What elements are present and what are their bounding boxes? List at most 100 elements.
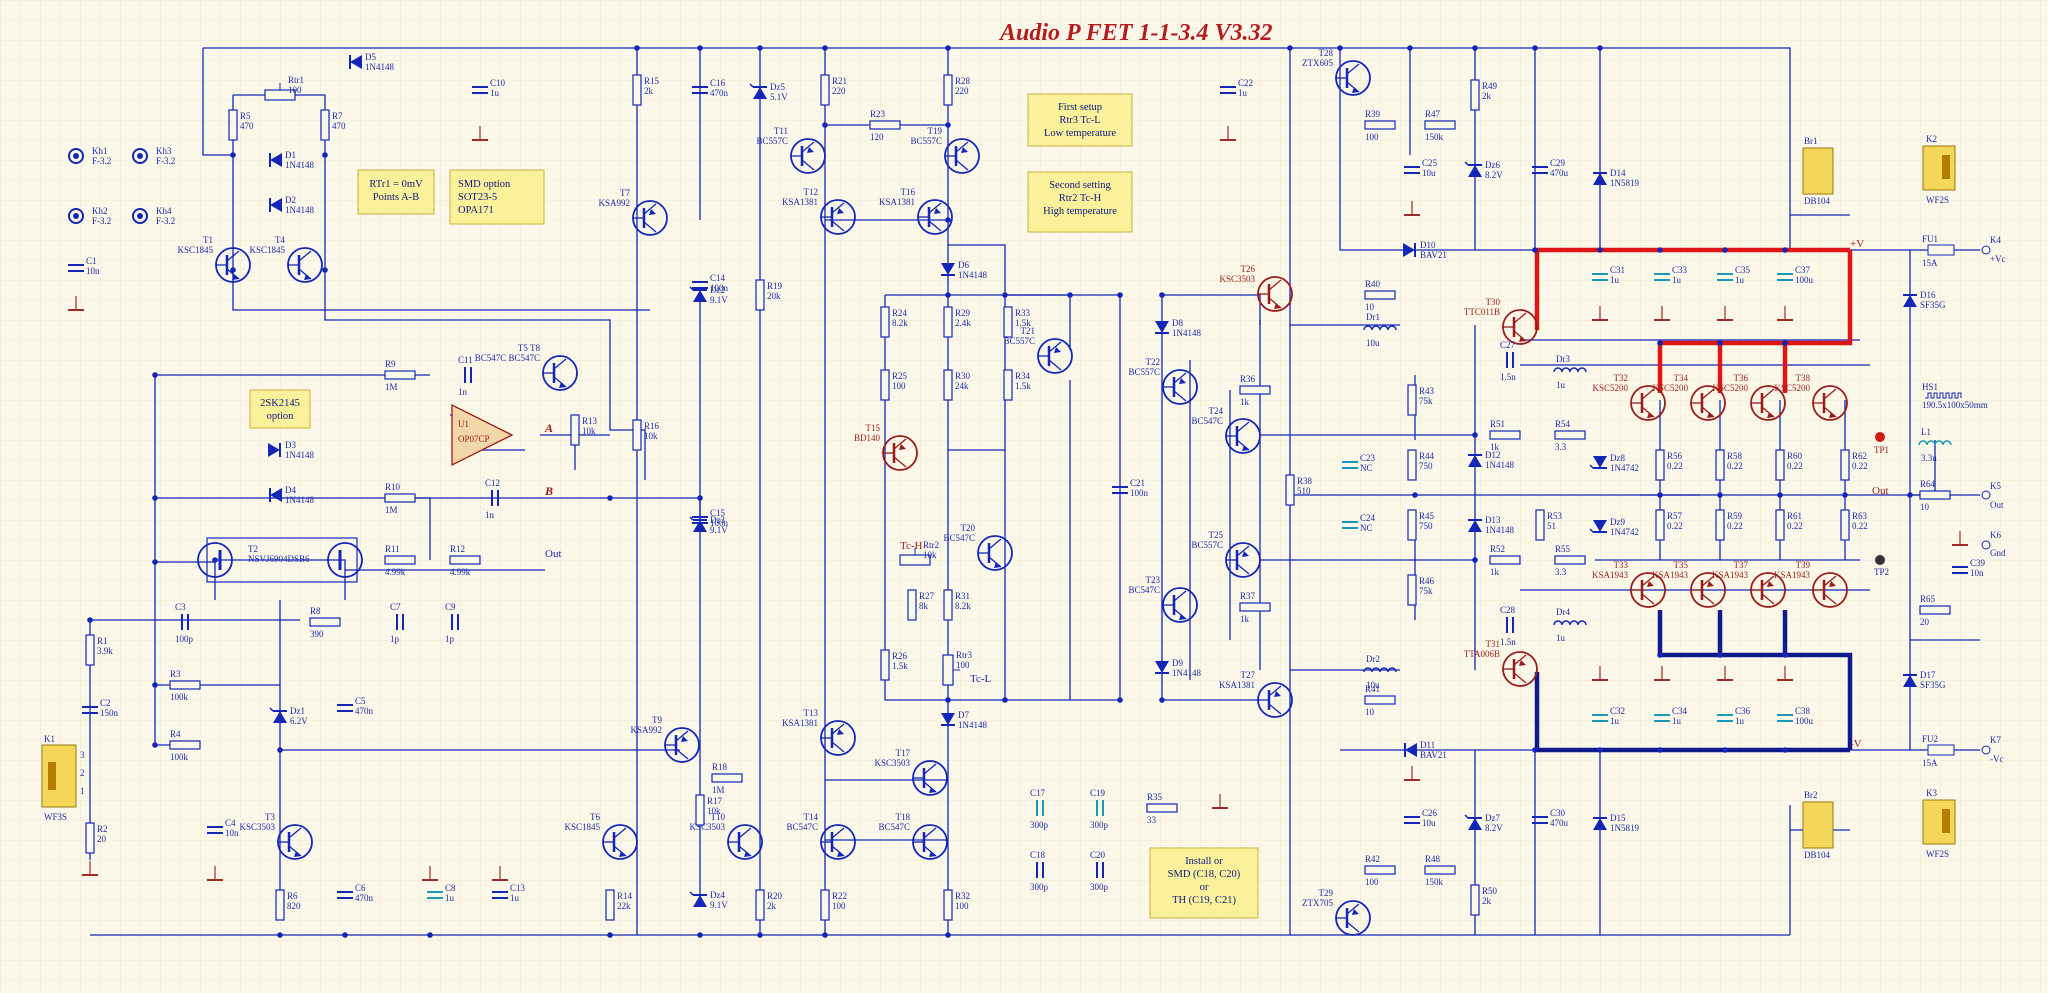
svg-text:100p: 100p xyxy=(175,634,194,644)
svg-text:100: 100 xyxy=(1365,132,1379,142)
svg-text:R5: R5 xyxy=(240,111,251,121)
heatsink-ref: HS1 xyxy=(1922,382,1938,392)
svg-text:220: 220 xyxy=(832,86,846,96)
svg-text:R39: R39 xyxy=(1365,109,1381,119)
svg-text:KSC3503: KSC3503 xyxy=(239,822,275,832)
svg-text:Dz6: Dz6 xyxy=(1485,160,1500,170)
connector-ref: K1 xyxy=(44,734,55,744)
svg-text:C33: C33 xyxy=(1672,265,1688,275)
net-label-out-input: Out xyxy=(545,548,562,560)
svg-text:R59: R59 xyxy=(1727,511,1743,521)
svg-text:L1: L1 xyxy=(1921,427,1931,437)
svg-text:1n: 1n xyxy=(458,387,468,397)
svg-text:150n: 150n xyxy=(100,708,119,718)
junction-dot xyxy=(1412,492,1418,498)
svg-text:10: 10 xyxy=(1920,502,1930,512)
svg-text:KSC5200: KSC5200 xyxy=(1712,383,1748,393)
svg-text:C3: C3 xyxy=(175,602,186,612)
svg-text:1k: 1k xyxy=(1490,567,1500,577)
svg-text:R54: R54 xyxy=(1555,419,1571,429)
svg-text:R18: R18 xyxy=(712,762,728,772)
svg-text:C18: C18 xyxy=(1030,850,1046,860)
junction-dot xyxy=(607,495,613,501)
junction-dot xyxy=(212,557,218,563)
svg-text:1u: 1u xyxy=(1735,716,1745,726)
svg-text:2k: 2k xyxy=(1482,91,1492,101)
svg-text:100u: 100u xyxy=(1795,716,1814,726)
svg-text:KSA1943: KSA1943 xyxy=(1592,570,1629,580)
junction-dot xyxy=(152,682,158,688)
note-2sk2145: 2SK2145 option xyxy=(249,389,311,429)
svg-text:R25: R25 xyxy=(892,371,908,381)
junction-dot xyxy=(1002,292,1008,298)
svg-text:T20: T20 xyxy=(961,523,976,533)
ground-symbol xyxy=(1777,666,1793,681)
svg-text:Dz2: Dz2 xyxy=(710,285,725,295)
svg-text:KSA1381: KSA1381 xyxy=(782,197,818,207)
connector-k4: K4 +Vc xyxy=(1981,235,2006,264)
connector-ref: K7 xyxy=(1990,735,2001,745)
bridge-br1: Br1 DB104 xyxy=(1802,136,1834,206)
svg-text:C32: C32 xyxy=(1610,706,1625,716)
svg-text:R16: R16 xyxy=(644,421,660,431)
svg-text:T39: T39 xyxy=(1796,560,1811,570)
svg-text:D7: D7 xyxy=(958,710,969,720)
connector-ref: K5 xyxy=(1990,481,2001,491)
svg-text:KSA1381: KSA1381 xyxy=(782,718,818,728)
svg-text:R23: R23 xyxy=(870,109,886,119)
svg-text:1.5k: 1.5k xyxy=(892,661,908,671)
svg-text:3.3u: 3.3u xyxy=(1921,453,1937,463)
junction-dot xyxy=(342,932,348,938)
svg-text:300p: 300p xyxy=(1090,820,1109,830)
svg-text:1u: 1u xyxy=(1556,380,1566,390)
junction-dot xyxy=(634,45,640,51)
net-label-minus-v: -V xyxy=(1850,738,1862,750)
svg-text:1N4148: 1N4148 xyxy=(285,495,314,505)
svg-text:3.9k: 3.9k xyxy=(97,646,113,656)
svg-text:R63: R63 xyxy=(1852,511,1868,521)
svg-text:BC557C: BC557C xyxy=(756,136,788,146)
junction-dot xyxy=(1597,45,1603,51)
svg-text:NSVJ6904DSB6: NSVJ6904DSB6 xyxy=(248,554,310,564)
note-rtr1: RTr1 = 0mV Points A-B xyxy=(357,169,435,215)
svg-text:1u: 1u xyxy=(1238,88,1248,98)
note-line: 2SK2145 xyxy=(260,398,300,409)
junction-dot xyxy=(152,372,158,378)
connector-ref: K6 xyxy=(1990,530,2001,540)
svg-text:1.5n: 1.5n xyxy=(1500,372,1516,382)
fuse-value: 15A xyxy=(1922,258,1938,268)
ground-symbol xyxy=(1717,306,1733,321)
svg-text:R27: R27 xyxy=(919,591,935,601)
svg-text:R2: R2 xyxy=(97,824,108,834)
svg-text:C14: C14 xyxy=(710,273,726,283)
svg-text:D11: D11 xyxy=(1420,740,1435,750)
